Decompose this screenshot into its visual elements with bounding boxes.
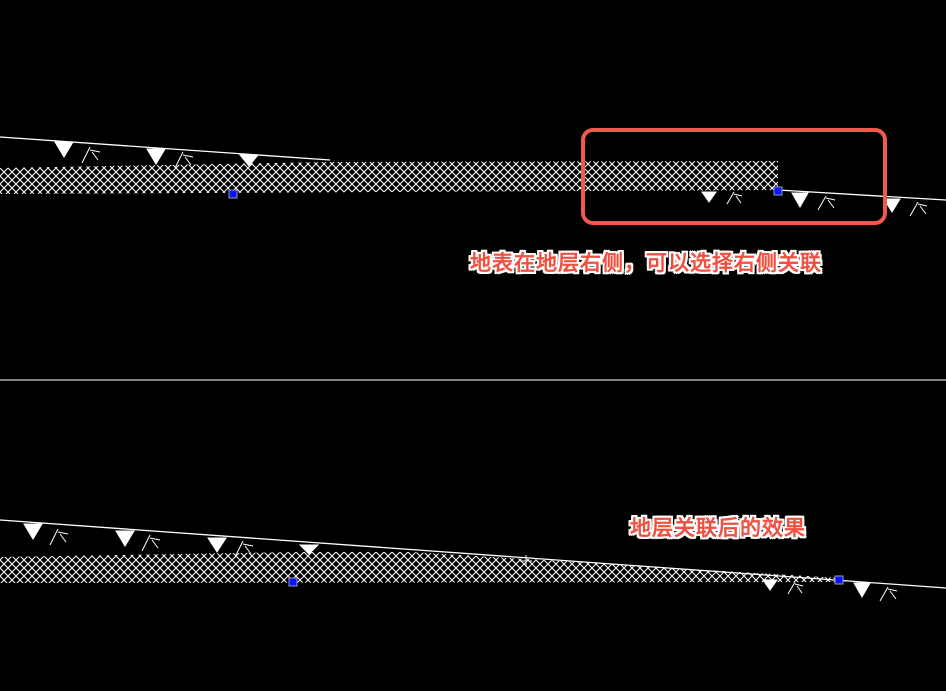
- ground-symbols: [23, 523, 898, 602]
- ground-surface-line-right[interactable]: [777, 189, 946, 201]
- stratum-hatch[interactable]: [0, 552, 840, 583]
- top-annotation: 地表在地层右侧，可以选择右侧关联: [470, 251, 822, 275]
- highlight-box: [581, 128, 887, 225]
- bottom-annotation: 地层关联后的效果: [630, 516, 806, 540]
- crosshair-cursor: [520, 555, 532, 567]
- ground-surface-line[interactable]: [0, 519, 946, 589]
- ground-symbols: [54, 141, 928, 217]
- grip-handle[interactable]: [288, 577, 298, 587]
- after-association-view: [0, 519, 946, 602]
- grip-handle[interactable]: [228, 189, 238, 199]
- grip-handle[interactable]: [773, 186, 783, 196]
- grip-handle[interactable]: [834, 575, 844, 585]
